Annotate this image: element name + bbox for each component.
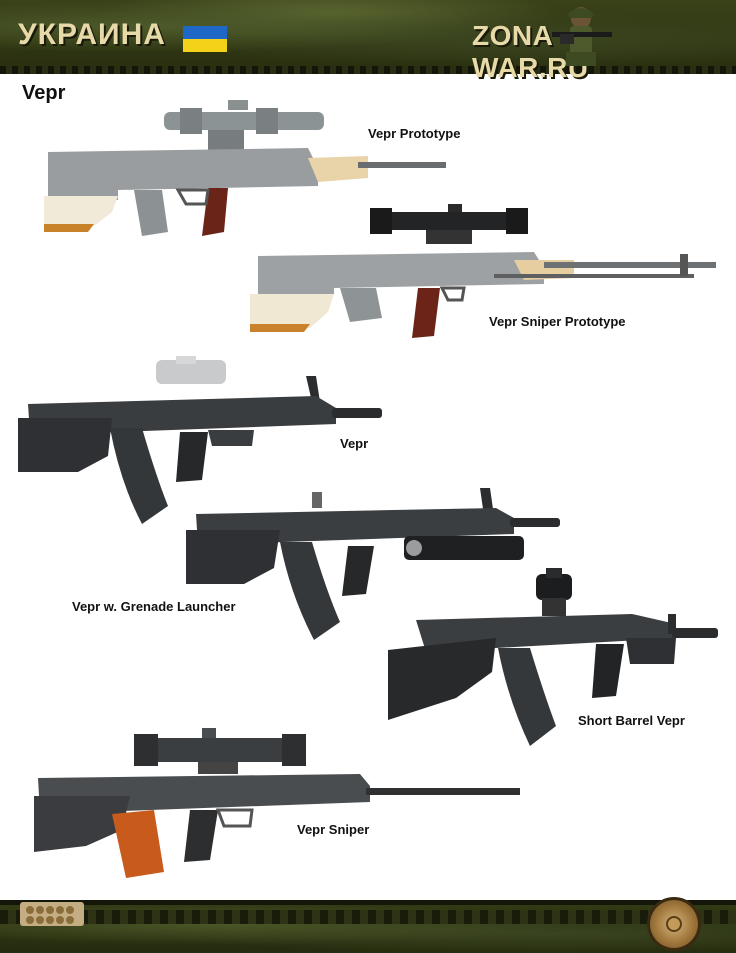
header-stripe — [0, 66, 736, 74]
weapon-label: Vepr — [340, 436, 369, 451]
ukraine-flag-icon — [183, 26, 227, 52]
footer-stripe — [0, 910, 736, 924]
vepr-prototype-image — [44, 100, 446, 236]
vepr-grenade-launcher-image — [186, 488, 560, 640]
page-title: Vepr — [22, 82, 66, 104]
vepr-sniper-prototype-image — [250, 204, 716, 338]
weapon-label: Vepr Sniper — [297, 822, 370, 837]
short-barrel-vepr-image — [388, 568, 718, 746]
weapon-label: Vepr Prototype — [368, 126, 461, 141]
footer-banner — [0, 900, 736, 953]
vepr-image — [18, 356, 382, 524]
weapon-label: Vepr Sniper Prototype — [489, 314, 626, 329]
cartridge-base-icon — [650, 900, 698, 948]
site-logo-left: ZONA — [472, 20, 554, 51]
soldier-icon — [552, 7, 612, 66]
weapon-label: Vepr w. Grenade Launcher — [72, 599, 236, 614]
country-title: УКРАИНА — [18, 18, 166, 51]
vepr-sniper-image — [34, 728, 520, 878]
ammo-box-icon — [20, 902, 84, 926]
weapon-label: Short Barrel Vepr — [578, 713, 685, 728]
